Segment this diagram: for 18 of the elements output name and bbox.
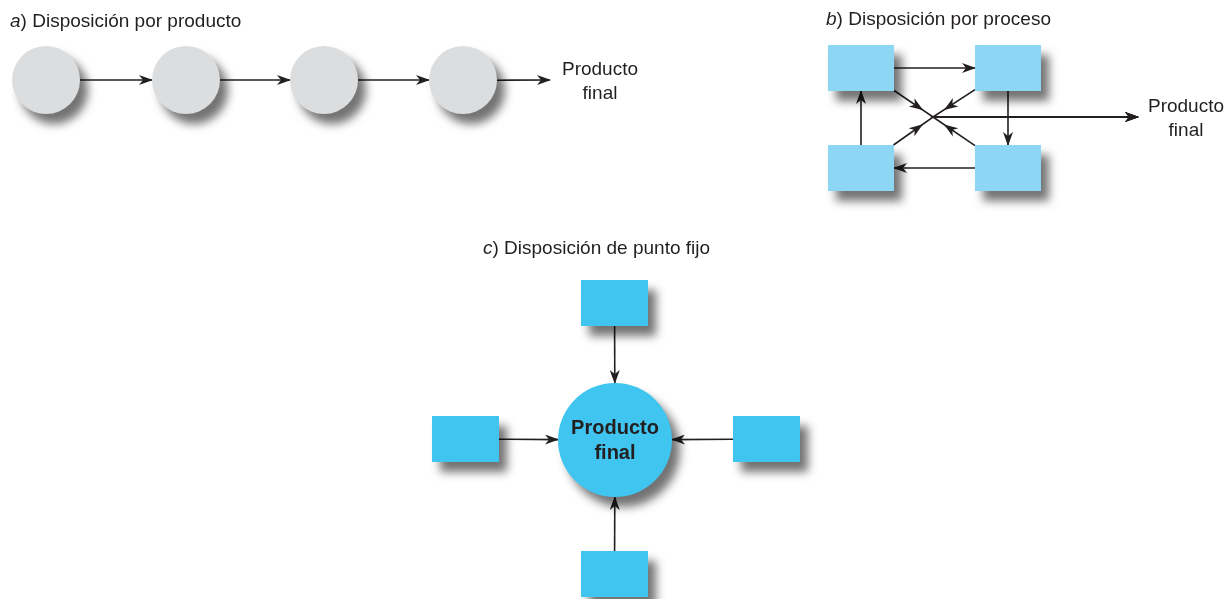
panel-title: a) Disposición por producto	[10, 10, 242, 32]
product-label: Producto final	[1138, 94, 1232, 142]
process-box	[828, 45, 894, 91]
workstation-circle	[290, 46, 358, 114]
work-center-box	[581, 551, 648, 597]
work-center-box	[733, 416, 800, 462]
process-box	[975, 45, 1041, 91]
product-circle: Producto final	[558, 383, 672, 497]
work-center-box	[581, 280, 648, 326]
workstation-circle	[429, 46, 497, 114]
process-box	[975, 145, 1041, 191]
workstation-circle	[152, 46, 220, 114]
product-label: Producto final	[550, 57, 650, 105]
work-center-box	[432, 416, 499, 462]
panel-title: b) Disposición por proceso	[826, 8, 1051, 30]
panel-title: c) Disposición de punto fijo	[483, 237, 711, 259]
process-box	[828, 145, 894, 191]
workstation-circle	[12, 46, 80, 114]
